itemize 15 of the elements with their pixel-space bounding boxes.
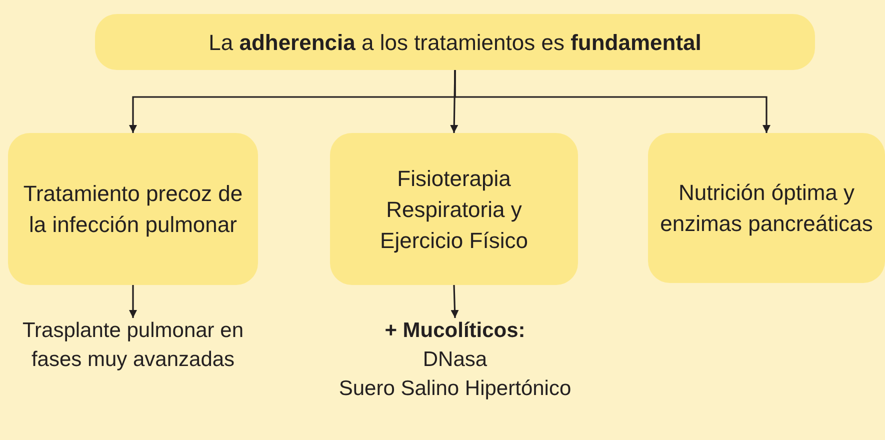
- arrow: [450, 284, 459, 318]
- rounded-box: [330, 133, 578, 285]
- note-text: DNasa: [422, 347, 488, 373]
- note-text: Suero Salino Hipertónico: [338, 376, 572, 402]
- box-text: La adherencia a los tratamientos es fundamental: [208, 28, 702, 56]
- arrow: [454, 70, 770, 133]
- rounded-box: [95, 14, 815, 70]
- rounded-box: [8, 133, 258, 285]
- box-text: Tratamiento precoz de la infección pulmonar: [22, 180, 244, 239]
- arrow: [129, 285, 137, 318]
- box-text: Fisioterapia Respiratoria y Ejercicio Físico: [379, 164, 529, 255]
- rounded-box: [648, 133, 885, 283]
- list-heading: + Mucolíticos:: [384, 318, 526, 344]
- box-text: Nutrición óptima y enzimas pancreáticas: [660, 179, 873, 238]
- note-text: Trasplante pulmonar en fases muy avanzadas: [21, 318, 244, 373]
